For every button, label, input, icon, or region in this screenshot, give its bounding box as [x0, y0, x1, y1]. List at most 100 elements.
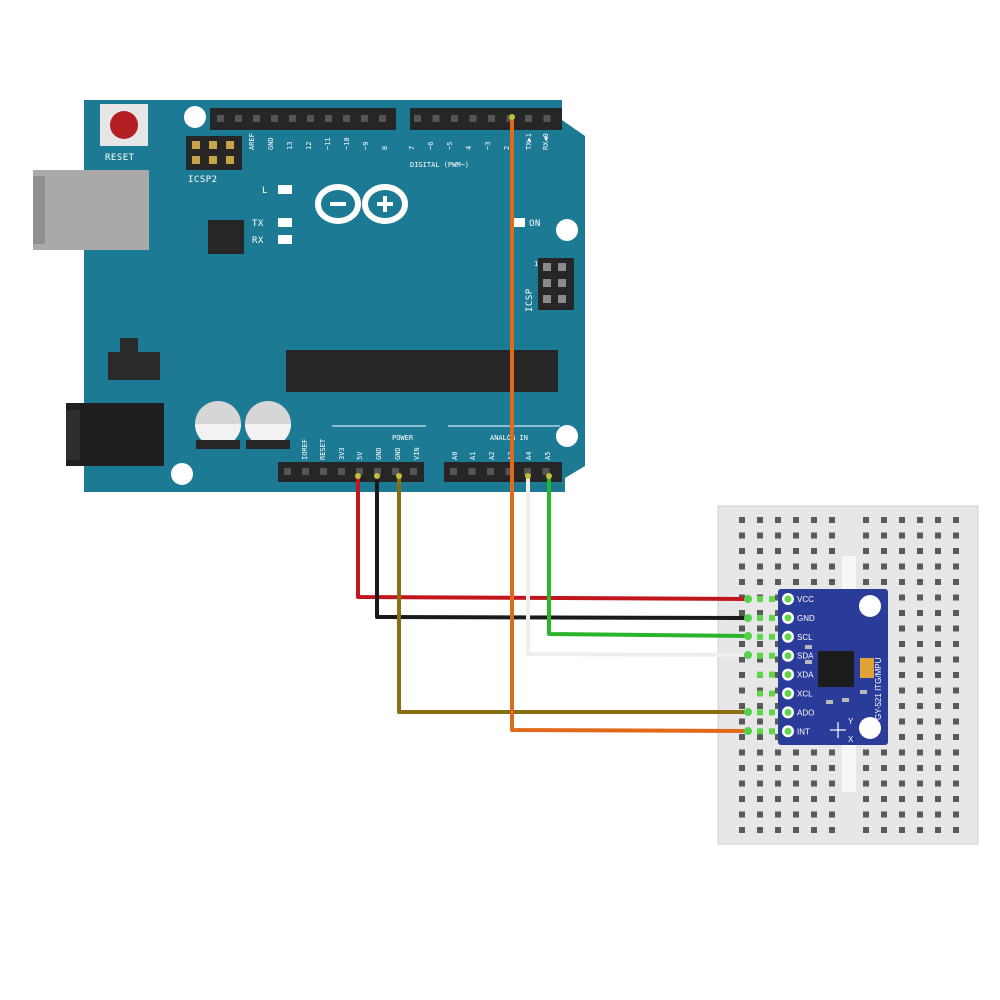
- on-led-label: ON: [529, 219, 541, 229]
- wire-end-dot: [525, 473, 531, 479]
- mpu-pin-label: GND: [797, 614, 815, 623]
- power-pin-label: 3V3: [338, 447, 346, 460]
- power-pin-label: VIN: [413, 447, 421, 460]
- digital-pin-label: ~10: [343, 137, 351, 150]
- voltage-regulator: [108, 338, 160, 380]
- vcc-wire[interactable]: [356, 476, 749, 601]
- rx-led: [278, 235, 292, 244]
- l-led: [278, 185, 292, 194]
- svg-text:Y: Y: [848, 717, 854, 726]
- analog-pin-label: A0: [451, 452, 459, 460]
- mpu-pin-label: ADO: [797, 708, 814, 717]
- digital-pin-label: 8: [381, 146, 389, 150]
- digital-pin-label: 12: [305, 142, 313, 150]
- icsp2-header: [186, 136, 242, 170]
- tx-led: [278, 218, 292, 227]
- usb-connector: [33, 170, 149, 250]
- atmega-chip: [286, 350, 558, 392]
- board-pcb: [84, 100, 585, 492]
- mpu-pin-label: SDA: [797, 652, 814, 661]
- mounting-hole: [171, 463, 193, 485]
- digital-pin-label: 2: [503, 146, 511, 150]
- mpu-pin-label: INT: [797, 727, 810, 736]
- power-jack: [66, 403, 164, 466]
- mounting-hole: [556, 425, 578, 447]
- sda-wire[interactable]: [526, 476, 749, 657]
- wire-end-dot: [744, 614, 752, 622]
- mpu-pin-label: XCL: [797, 690, 813, 699]
- scl-wire[interactable]: [547, 476, 749, 638]
- analog-label: ANALOG IN: [490, 434, 528, 442]
- digital-pin-label: 7: [408, 146, 416, 150]
- digital-pin-label: TX▶1: [525, 133, 533, 150]
- digital-pin-label: ~5: [446, 142, 454, 150]
- digital-pin-label: ~9: [362, 142, 370, 150]
- usb-chip: [208, 220, 244, 254]
- svg-text:X: X: [848, 735, 854, 744]
- icsp-label: ICSP: [525, 288, 535, 312]
- analog-pin-label: A1: [469, 452, 477, 460]
- wire-end-dot: [355, 473, 361, 479]
- tx-led-label: TX: [252, 219, 264, 229]
- power-pin-label: GND: [375, 447, 383, 460]
- digital-header-right: [410, 108, 562, 130]
- mpu-pin-label: VCC: [797, 595, 814, 604]
- power-pin-label: IOREF: [301, 439, 309, 460]
- mpu-chip: [818, 651, 854, 687]
- int-wire[interactable]: [510, 117, 749, 733]
- analog-header: [444, 462, 562, 482]
- wire-end-dot: [744, 708, 752, 716]
- power-pin-label: 5V: [356, 451, 364, 460]
- power-pin-label: GND: [394, 447, 402, 460]
- wire-end-dot: [509, 114, 515, 120]
- wire-end-dot: [744, 727, 752, 735]
- mpu-pin-column: [782, 593, 794, 738]
- gnd-wire[interactable]: [375, 476, 749, 620]
- wire-end-dot: [744, 651, 752, 659]
- l-led-label: L: [262, 186, 268, 196]
- digital-pin-label: AREF: [248, 133, 256, 150]
- jumper-wires: [355, 114, 752, 735]
- wire-end-dot: [374, 473, 380, 479]
- power-label: POWER: [392, 434, 414, 442]
- analog-pin-label: A4: [525, 452, 533, 460]
- digital-pin-label: ~3: [484, 142, 492, 150]
- icsp2-label: ICSP2: [188, 175, 218, 185]
- wire-end-dot: [744, 632, 752, 640]
- digital-pin-label: 13: [286, 142, 294, 150]
- digital-label: DIGITAL (PWM~): [410, 161, 469, 169]
- axis-icon: X Y: [830, 717, 854, 744]
- reset-button[interactable]: [100, 104, 148, 146]
- digital-header-left: [210, 108, 396, 130]
- reset-label: RESET: [105, 153, 135, 163]
- analog-pin-label: A2: [488, 452, 496, 460]
- power-header: [278, 462, 424, 482]
- power-pin-label: RESET: [319, 438, 327, 460]
- mpu-model-label: GY-521 ITG/MPU: [874, 657, 883, 720]
- ado-wire[interactable]: [397, 476, 748, 714]
- digital-pin-label: RX◀0: [542, 133, 550, 150]
- digital-pin-label: GND: [267, 137, 275, 150]
- wire-end-dot: [546, 473, 552, 479]
- arduino-logo-icon: [315, 184, 408, 224]
- mounting-hole: [859, 595, 881, 617]
- digital-pin-label: ~6: [427, 142, 435, 150]
- mounting-hole: [184, 106, 206, 128]
- icsp-header: [538, 258, 574, 310]
- mounting-hole: [556, 219, 578, 241]
- mpu-capacitor: [860, 658, 874, 678]
- wire-ends: [355, 114, 752, 735]
- on-led: [513, 218, 525, 227]
- digital-pin-label: ~11: [324, 137, 332, 150]
- breadboard-connected-holes: [757, 596, 775, 735]
- capacitor: [245, 401, 291, 449]
- analog-pin-label: A5: [544, 452, 552, 460]
- icsp1-marker: 1: [534, 260, 538, 268]
- mounting-hole: [859, 717, 881, 739]
- wire-end-dot: [396, 473, 402, 479]
